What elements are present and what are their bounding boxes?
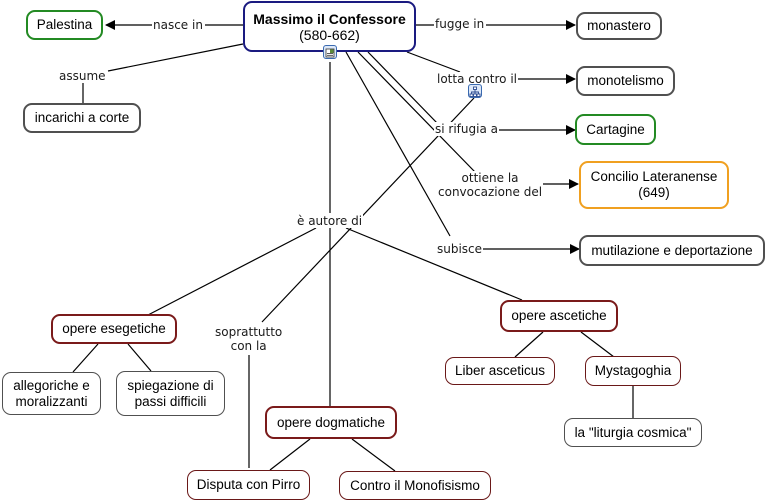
link-line (147, 227, 317, 316)
link-label-soprattutto-con-la[interactable]: soprattutto con la (214, 325, 284, 353)
link-label-nasce-in[interactable]: nasce in (152, 18, 204, 32)
node-label: Disputa con Pirro (196, 477, 301, 492)
concept-map-icon[interactable] (468, 84, 482, 98)
link-label-si-rifugia-a[interactable]: si rifugia a (434, 122, 499, 136)
node-label: (649) (638, 185, 670, 200)
link-label-ottiene-la-convocazione-del[interactable]: ottiene la convocazione del (437, 171, 544, 199)
link-line (72, 343, 99, 373)
link-line (406, 51, 461, 73)
node-label: moralizzanti (15, 393, 88, 409)
node-label: opere esegetiche (62, 321, 166, 336)
link-label-e-autore-di[interactable]: è autore di (296, 214, 364, 228)
link-label-line: soprattutto (215, 325, 283, 339)
link-line (269, 438, 311, 471)
concept-disputa-con-pirro[interactable]: Disputa con Pirro (187, 470, 310, 500)
link-label-fugge-in[interactable]: fugge in (434, 17, 486, 31)
concept-monotelismo[interactable]: monotelismo (576, 66, 675, 96)
concept-liber-asceticus[interactable]: Liber asceticus (445, 357, 555, 385)
link-label-subisce[interactable]: subisce (436, 242, 484, 256)
link-line (345, 227, 523, 301)
link-label-assume[interactable]: assume (58, 69, 107, 83)
node-label: monastero (587, 18, 651, 33)
node-label: Palestina (36, 17, 93, 32)
main-subtitle: (580-662) (299, 26, 360, 43)
node-label: monotelismo (587, 73, 664, 88)
node-label: mutilazione e deportazione (591, 242, 753, 258)
concept-monastero[interactable]: monastero (576, 12, 662, 40)
node-label: incarichi a corte (34, 110, 130, 125)
concept-massimo-il-confessore[interactable]: Massimo il Confessore (580-662) (243, 1, 416, 52)
concept-concilio-lateranense[interactable]: Concilio Lateranense (649) (579, 161, 729, 209)
concept-contro-il-monofisismo[interactable]: Contro il Monofisismo (339, 471, 491, 500)
link-line (514, 331, 544, 358)
concept-incarichi-a-corte[interactable]: incarichi a corte (23, 103, 141, 133)
concept-opere-dogmatiche[interactable]: opere dogmatiche (265, 406, 397, 439)
link-label-line: convocazione del (438, 185, 543, 199)
concept-mystagoghia[interactable]: Mystagoghia (585, 356, 681, 386)
node-label: allegoriche e (13, 377, 90, 393)
concept-cartagine[interactable]: Cartagine (575, 114, 656, 145)
link-line (345, 51, 451, 237)
main-title: Massimo il Confessore (253, 10, 406, 27)
link-line (107, 43, 244, 72)
concept-opere-esegetiche[interactable]: opere esegetiche (51, 314, 177, 344)
concept-opere-ascetiche[interactable]: opere ascetiche (500, 300, 618, 332)
link-line (351, 438, 396, 472)
document-image-icon[interactable] (323, 45, 337, 59)
link-line (357, 51, 476, 173)
concept-palestina[interactable]: Palestina (26, 10, 103, 40)
node-label: Liber asceticus (454, 363, 546, 378)
link-line (580, 331, 615, 358)
node-label: Mystagoghia (594, 363, 672, 378)
concept-spiegazione-di-passi-difficili[interactable]: spiegazione di passi difficili (116, 371, 225, 416)
node-label: Contro il Monofisismo (350, 477, 480, 493)
link-label-line: con la (230, 339, 267, 353)
node-label: Cartagine (586, 121, 645, 137)
link-line (367, 51, 439, 125)
concept-allegoriche-e-moralizzanti[interactable]: allegoriche e moralizzanti (2, 372, 101, 415)
link-label-line: ottiene la (461, 171, 519, 185)
concept-mutilazione-e-deportazione[interactable]: mutilazione e deportazione (579, 235, 765, 266)
node-label: opere ascetiche (511, 308, 607, 323)
node-label: opere dogmatiche (276, 414, 386, 430)
node-label: spiegazione di (127, 377, 214, 393)
node-label: Concilio Lateranense (590, 169, 718, 184)
concept-liturgia-cosmica[interactable]: la "liturgia cosmica" (564, 418, 702, 447)
node-label: la "liturgia cosmica" (574, 424, 692, 440)
link-label-lotta-contro-il[interactable]: lotta contro il (436, 72, 518, 86)
link-line (127, 343, 152, 372)
node-label: passi difficili (134, 393, 207, 409)
